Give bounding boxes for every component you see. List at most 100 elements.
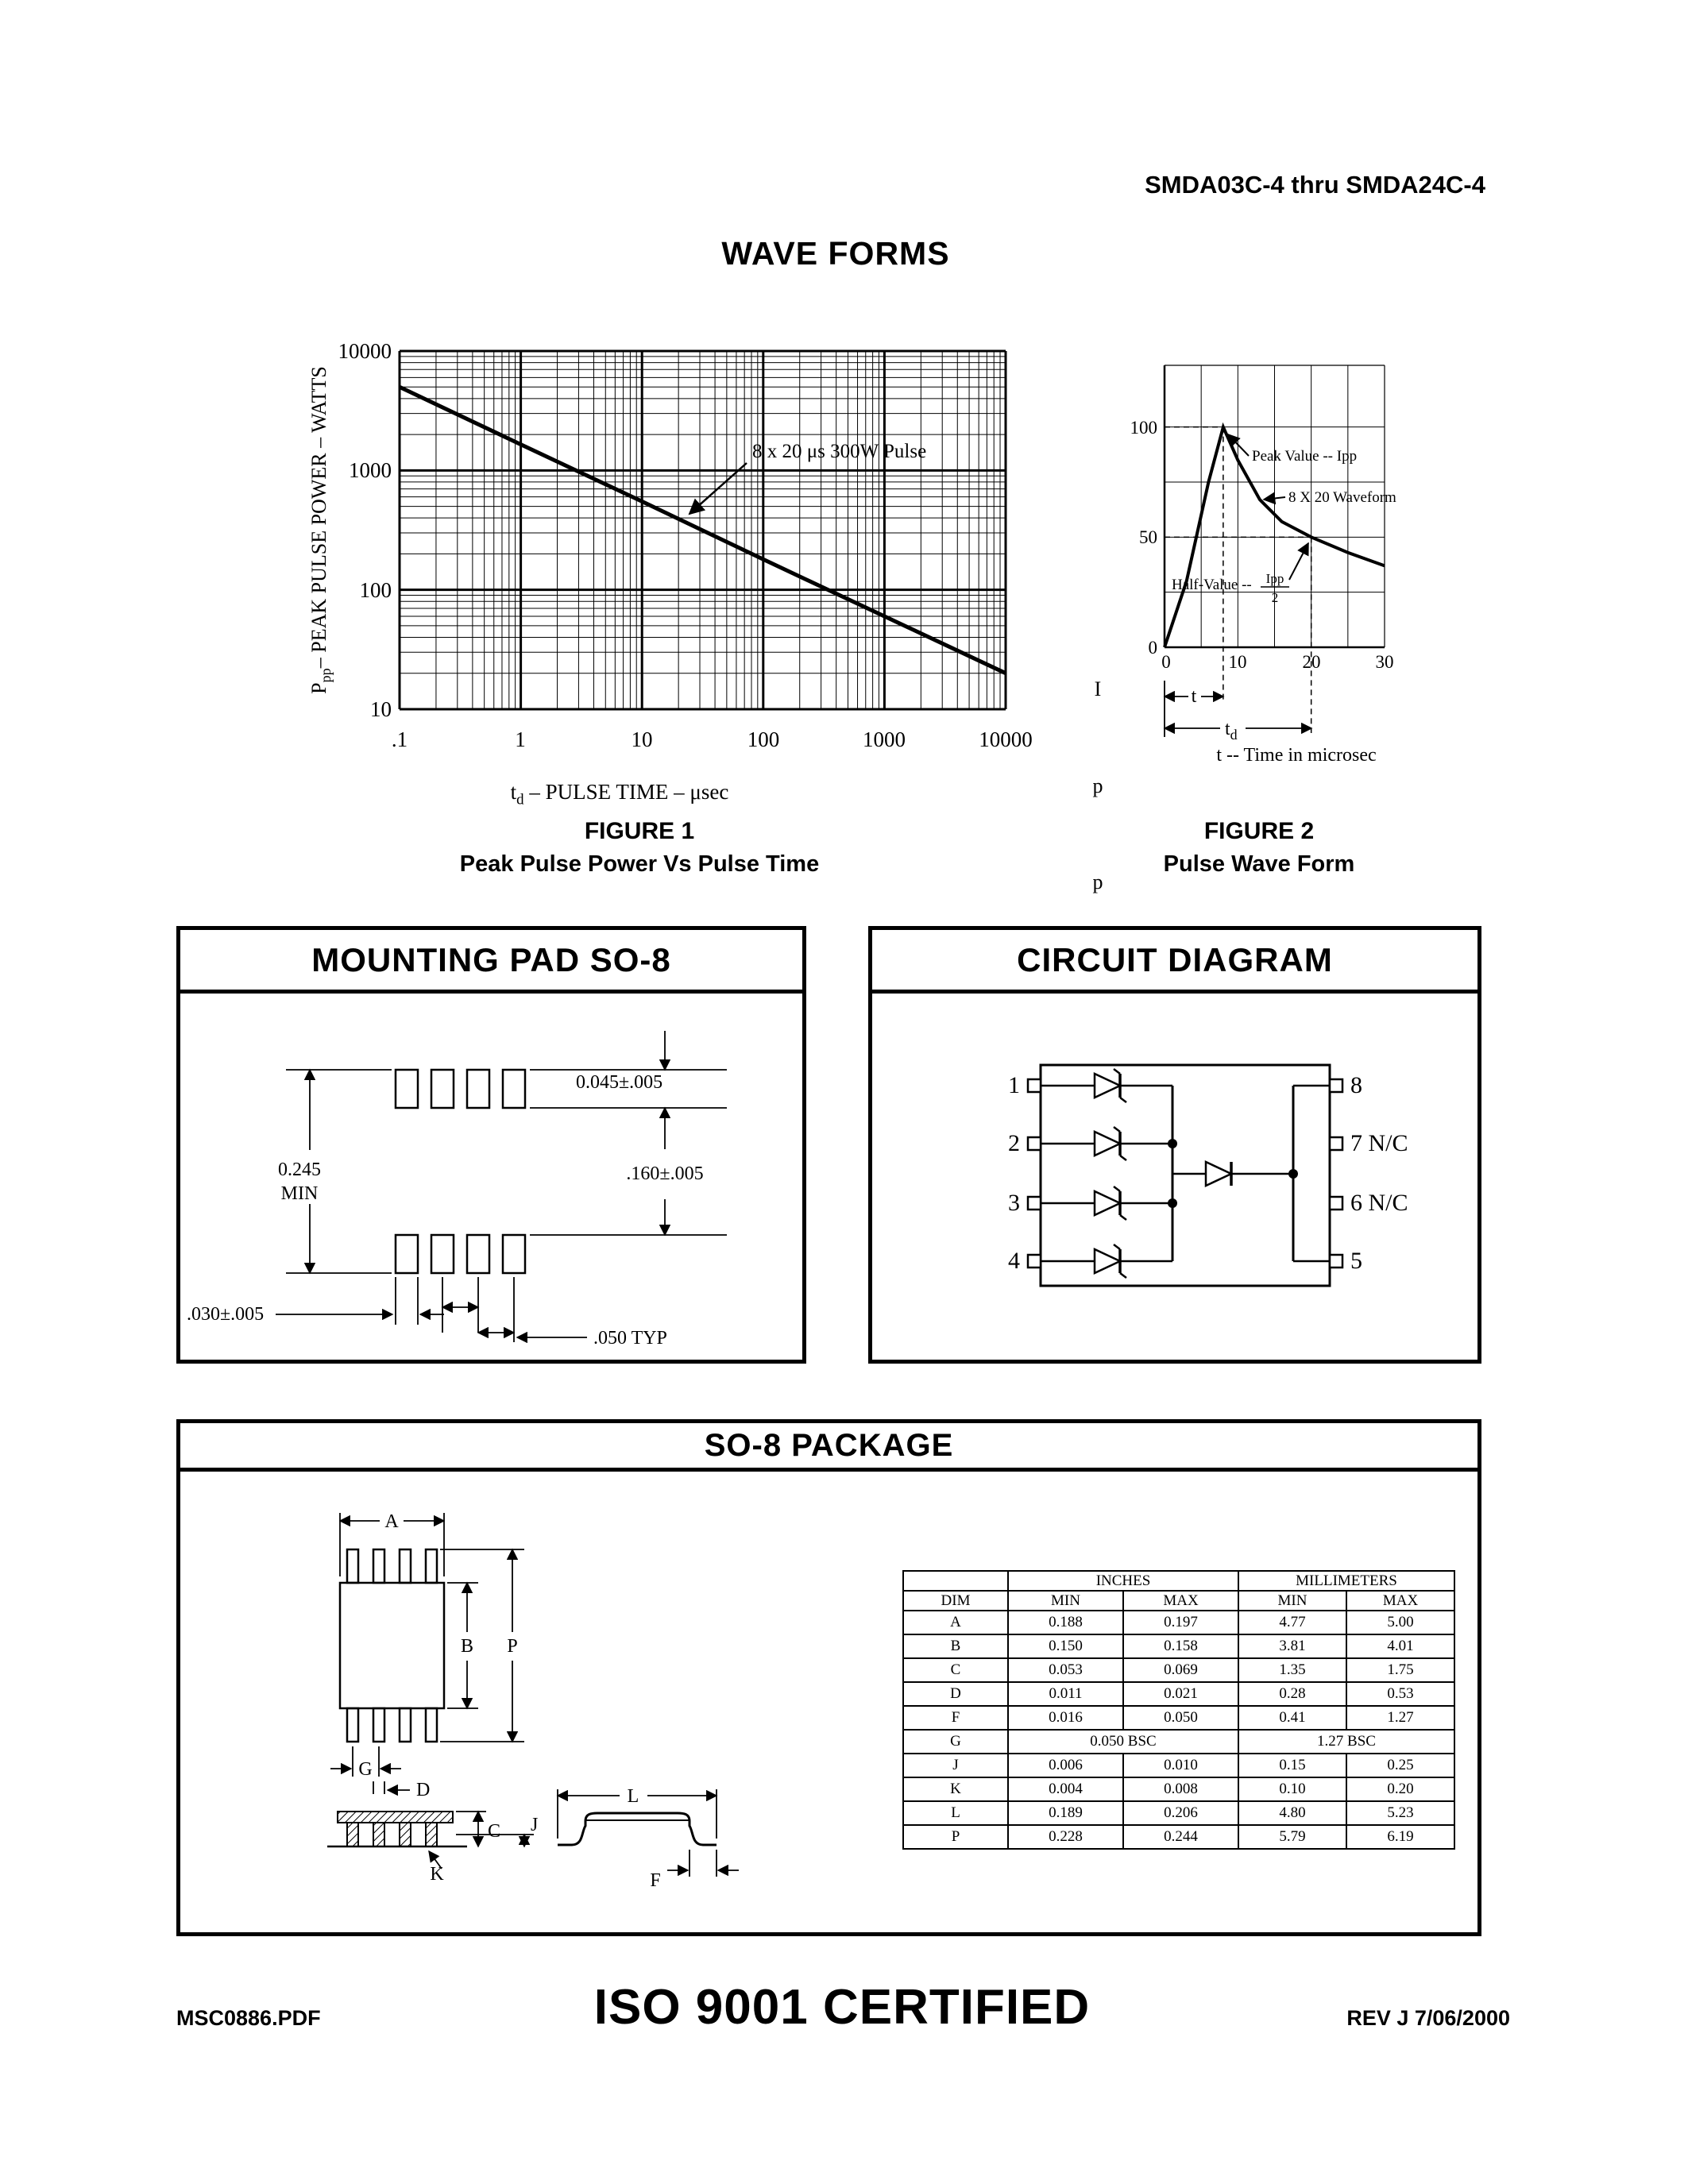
page-title: WAVE FORMS: [721, 235, 950, 272]
table-cell: 0.069: [1122, 1657, 1239, 1683]
x-tick: 20: [1303, 652, 1321, 672]
dim-160: .160±.005: [626, 1163, 703, 1184]
table-cell: 1.35: [1238, 1657, 1347, 1683]
dim-050: .050 TYP: [593, 1328, 667, 1349]
dimension-labels: 0.245 MIN 0.045±.005 .160±.005 .030±.005…: [187, 1072, 704, 1349]
so8-package-panel: SO-8 PACKAGE: [176, 1419, 1481, 1936]
table-cell: 1.27 BSC: [1238, 1729, 1455, 1754]
table-cell: 1.27: [1346, 1705, 1455, 1731]
pin-4-label: 4: [1008, 1248, 1020, 1274]
table-cell: D: [902, 1681, 1009, 1707]
x-tick: 10: [1229, 652, 1247, 672]
table-cell: MIN: [1007, 1590, 1124, 1611]
package-end-view: [327, 1811, 467, 1848]
table-cell: 0.150: [1007, 1634, 1124, 1659]
figure2-chart: 100 50 0 0 10 20 30 Peak Value -- Ipp 8 …: [1093, 365, 1396, 893]
package-dimension-lines: [330, 1513, 739, 1877]
junction-dots: [1168, 1139, 1298, 1208]
table-cell: 0.228: [1007, 1824, 1124, 1850]
table-group-header-row: INCHES MILLIMETERS: [902, 1570, 1455, 1592]
so8-package-title: SO-8 PACKAGE: [180, 1423, 1477, 1472]
ic-body: [1039, 1063, 1331, 1287]
dim-0245: 0.245: [278, 1160, 321, 1180]
table-cell: K: [902, 1777, 1009, 1802]
svg-text:p: p: [1093, 774, 1103, 797]
table-cell: 0.004: [1007, 1777, 1124, 1802]
table-cell: INCHES: [1007, 1570, 1239, 1592]
table-cell: 5.79: [1238, 1824, 1347, 1850]
half-fraction-num: Ipp: [1266, 571, 1284, 586]
y-tick: 0: [1149, 638, 1158, 658]
table-cell: F: [902, 1705, 1009, 1731]
dim-D: D: [416, 1780, 430, 1800]
svg-text:p: p: [1093, 870, 1103, 893]
dim-P: P: [507, 1636, 517, 1657]
pin-labels: 1 2 3 4 8 7 N/C 6 N/C 5: [1008, 1072, 1408, 1274]
table-cell: 0.008: [1122, 1777, 1239, 1802]
dim-0045: 0.045±.005: [576, 1072, 662, 1093]
table-cell: 0.021: [1122, 1681, 1239, 1707]
table-cell: 0.050: [1122, 1705, 1239, 1731]
footer-filename: MSC0886.PDF: [176, 2006, 321, 2030]
t-dim-label: t: [1192, 686, 1197, 707]
table-cell: 0.53: [1346, 1681, 1455, 1707]
table-cell: 0.016: [1007, 1705, 1124, 1731]
footer-iso-certified: ISO 9001 CERTIFIED: [593, 1980, 1091, 2035]
fig1-data-line: [398, 385, 1007, 675]
dim-K: K: [430, 1864, 444, 1885]
table-cell: 5.23: [1346, 1800, 1455, 1826]
fig2-data-line: [1163, 422, 1385, 648]
x-tick: 1000: [863, 727, 906, 751]
y-tick: 50: [1139, 527, 1157, 547]
internal-wiring: [1041, 1068, 1330, 1279]
x-tick: 100: [747, 727, 780, 751]
dim-A: A: [384, 1511, 399, 1532]
table-cell: 0.20: [1346, 1777, 1455, 1802]
dim-C: C: [488, 1821, 500, 1842]
pin-6-label: 6 N/C: [1350, 1190, 1408, 1216]
table-cell: DIM: [902, 1590, 1009, 1611]
table-header-row: DIM MIN MAX MIN MAX: [902, 1590, 1455, 1611]
dim-030: .030±.005: [187, 1304, 264, 1325]
td-dim-label: td: [1225, 719, 1238, 743]
circuit-diagram-title: CIRCUIT DIAGRAM: [872, 930, 1477, 994]
time-axis-note: t -- Time in microsec: [1216, 745, 1376, 766]
so8-package-drawing: A B P G D C J K L F: [327, 1511, 739, 1891]
x-tick: 10: [632, 727, 653, 751]
dim-J: J: [531, 1815, 538, 1835]
table-cell: 0.28: [1238, 1681, 1347, 1707]
dimension-lines: [276, 1031, 727, 1344]
table-cell: MAX: [1346, 1590, 1455, 1611]
y-tick: 10: [370, 697, 392, 721]
table-cell: 3.81: [1238, 1634, 1347, 1659]
table-cell: 0.244: [1122, 1824, 1239, 1850]
fig1-grid: [398, 349, 1007, 711]
x-tick: 10000: [979, 727, 1033, 751]
mounting-pad-title: MOUNTING PAD SO-8: [180, 930, 802, 994]
fig2-annotations: Peak Value -- Ipp 8 X 20 Waveform Half-V…: [1172, 433, 1396, 605]
pin-5-label: 5: [1350, 1248, 1362, 1274]
table-cell: 0.158: [1122, 1634, 1239, 1659]
svg-text:I: I: [1095, 677, 1102, 700]
half-fraction-den: 2: [1272, 590, 1279, 605]
table-cell: P: [902, 1824, 1009, 1850]
table-cell: 0.25: [1346, 1753, 1455, 1778]
x-tick: 30: [1376, 652, 1394, 672]
circuit-diagram-panel: CIRCUIT DIAGRAM: [868, 926, 1481, 1364]
table-cell: 0.011: [1007, 1681, 1124, 1707]
so8-dimension-table: INCHES MILLIMETERS DIM MIN MAX MIN MAX A…: [902, 1570, 1455, 1850]
doc-title: SMDA03C-4 thru SMDA24C-4: [1145, 171, 1485, 199]
package-side-view: [558, 1812, 717, 1846]
table-cell: C: [902, 1657, 1009, 1683]
table-cell: 0.206: [1122, 1800, 1239, 1826]
table-cell: 4.80: [1238, 1800, 1347, 1826]
table-cell: 0.41: [1238, 1705, 1347, 1731]
